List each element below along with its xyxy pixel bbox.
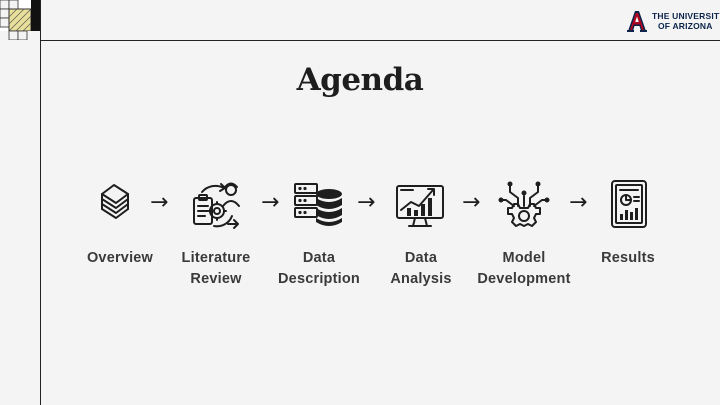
logo-text-line1: THE UNIVERSITY bbox=[652, 11, 720, 21]
corner-logo bbox=[0, 0, 40, 40]
arrow-icon: → bbox=[150, 190, 169, 215]
stacked-layers-icon bbox=[101, 184, 129, 219]
page-title: Agenda bbox=[296, 62, 424, 98]
left-divider bbox=[40, 0, 41, 405]
report-document-icon bbox=[611, 180, 647, 228]
logo-text-line2: OF ARIZONA bbox=[658, 21, 713, 31]
step-label: Results bbox=[601, 250, 655, 266]
arrow-icon: → bbox=[569, 190, 588, 215]
database-icon bbox=[294, 183, 342, 226]
header-divider bbox=[40, 40, 720, 41]
arrow-icon: → bbox=[261, 190, 280, 215]
analytics-monitor-icon bbox=[396, 185, 444, 227]
step-data-description: Data Description bbox=[269, 176, 369, 290]
step-overview: Overview bbox=[70, 176, 170, 269]
step-data-analysis: Data Analysis bbox=[371, 176, 471, 290]
university-a-icon bbox=[627, 11, 647, 32]
step-label: Data Analysis bbox=[390, 250, 452, 287]
step-label: Data Description bbox=[278, 250, 360, 287]
literature-review-icon bbox=[193, 182, 240, 229]
university-logo: THE UNIVERSITY OF ARIZONA bbox=[626, 9, 720, 33]
step-results: Results bbox=[578, 176, 678, 269]
gear-circuit-icon bbox=[498, 181, 550, 227]
step-label: Overview bbox=[86, 250, 154, 266]
step-label: Model Development bbox=[477, 250, 571, 287]
arrow-icon: → bbox=[357, 190, 376, 215]
step-label: Literature Review bbox=[181, 250, 251, 287]
arrow-icon: → bbox=[462, 190, 481, 215]
step-model-development: Model Development bbox=[474, 176, 574, 290]
step-literature-review: Literature Review bbox=[166, 176, 266, 290]
